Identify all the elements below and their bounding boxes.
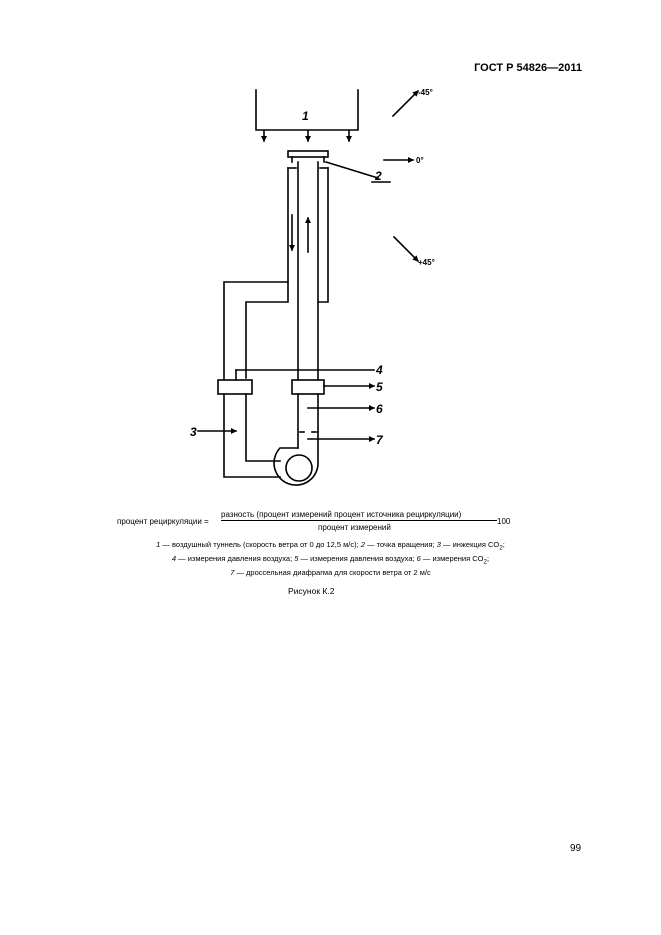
legend-text-1: — воздушный туннель (скорость ветра от 0…	[160, 540, 361, 549]
legend-num-1: 1	[156, 540, 161, 549]
label-5: 5	[376, 380, 383, 394]
pivot-plate	[287, 150, 329, 158]
label-4: 4	[375, 363, 383, 377]
formula-lhs: процент рециркуляции =	[117, 517, 209, 526]
legend-text-4: — измерения давления воздуха;	[176, 554, 295, 563]
label-7: 7	[376, 433, 384, 447]
formula-multiplier: 100	[497, 517, 511, 526]
page-number: 99	[570, 843, 582, 854]
legend-end-3: ;	[502, 540, 505, 549]
fraction-bar	[221, 520, 497, 521]
pressure-block-right	[291, 379, 325, 395]
wind-tunnel	[255, 89, 359, 131]
legend-num-6: 6	[416, 554, 421, 563]
legend-line-3: 7 — дроссельная диафрагма для скорости в…	[0, 568, 661, 579]
legend-sub-3: 2	[499, 544, 503, 552]
fan-rotor	[285, 454, 313, 482]
angle-plus45: +45°	[418, 258, 435, 267]
legend-line-2: 4 — измерения давления воздуха; 5 — изме…	[0, 554, 661, 568]
legend-num-2: 2	[360, 540, 365, 549]
legend-text-7: — дроссельная диафрагма для скорости вет…	[234, 568, 431, 577]
label-3: 3	[190, 425, 197, 439]
return-duct	[223, 281, 289, 381]
legend-num-4: 4	[171, 554, 177, 563]
pressure-block-left	[217, 379, 253, 395]
formula-numerator: разность (процент измерений процент исто…	[221, 510, 462, 519]
legend-num-5: 5	[294, 554, 299, 563]
legend-text-5: — измерения давления воздуха;	[298, 554, 417, 563]
angle-minus45: -45°	[418, 88, 433, 97]
legend-line-1: 1 — воздушный туннель (скорость ветра от…	[0, 540, 661, 554]
formula-denominator: процент измерений	[318, 523, 391, 532]
pivot-leader	[325, 161, 379, 179]
angle-0: 0°	[416, 156, 424, 165]
label-6: 6	[376, 402, 383, 416]
label-1: 1	[302, 109, 309, 123]
legend-text-2: — точка вращения;	[364, 540, 437, 549]
legend-text-3: — инжекция CO	[440, 540, 500, 549]
legend-num-7: 7	[230, 568, 235, 577]
legend-num-3: 3	[436, 540, 441, 549]
fan-housing	[273, 431, 319, 486]
document-id: ГОСТ Р 54826—2011	[474, 62, 582, 74]
wind-arrow-minus45	[391, 89, 420, 118]
outer-sleeve	[245, 167, 289, 379]
legend-end-6: ;	[487, 554, 490, 563]
legend-text-6: — измерения CO	[420, 554, 484, 563]
figure-caption: Рисунок К.2	[288, 586, 335, 596]
figure-legend: 1 — воздушный туннель (скорость ветра от…	[0, 540, 661, 579]
legend-sub-6: 2	[483, 558, 488, 566]
wind-arrow-plus45	[392, 235, 420, 263]
label-2: 2	[374, 169, 382, 183]
